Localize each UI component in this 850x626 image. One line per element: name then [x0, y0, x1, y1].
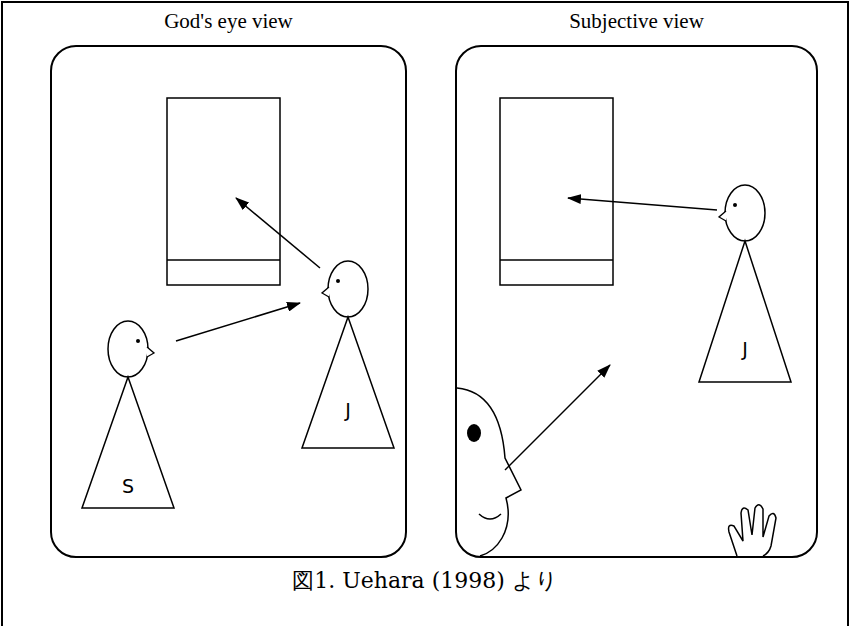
person-eye [733, 203, 737, 207]
face-mouth [479, 514, 501, 519]
person-nose [147, 347, 154, 357]
person-figure: J [697, 183, 793, 385]
picture-frame [167, 98, 280, 285]
face-profile [457, 388, 521, 556]
figure-label: J [300, 399, 396, 421]
gaze-arrow [236, 198, 320, 268]
person-figure: S [80, 319, 176, 511]
person-head [328, 261, 368, 317]
person-eye [336, 279, 340, 283]
gaze-connector [176, 303, 300, 341]
figure-caption: 図1. Uehara (1998) より [0, 566, 850, 596]
gaze-arrow [505, 365, 610, 470]
face-eye [467, 424, 481, 442]
gaze-arrow [568, 198, 717, 210]
person-figure: J [300, 259, 396, 451]
person-outline [300, 259, 396, 451]
figure-label: S [80, 475, 176, 497]
person-head [725, 185, 765, 241]
view-panel: God's eye viewSJ [50, 45, 407, 558]
person-nose [322, 287, 329, 297]
picture-frame-base [167, 259, 280, 261]
person-nose [719, 211, 726, 221]
panel-heading: God's eye view [52, 9, 405, 34]
view-panel: Subjective viewJ [455, 45, 818, 558]
figure-label: J [697, 338, 793, 360]
person-eye [136, 339, 140, 343]
hand [729, 505, 776, 556]
picture-frame-base [500, 259, 613, 261]
person-body [302, 317, 394, 448]
person-body [699, 241, 791, 382]
picture-frame [500, 98, 613, 285]
person-head [108, 321, 148, 377]
panel-heading: Subjective view [457, 9, 816, 34]
